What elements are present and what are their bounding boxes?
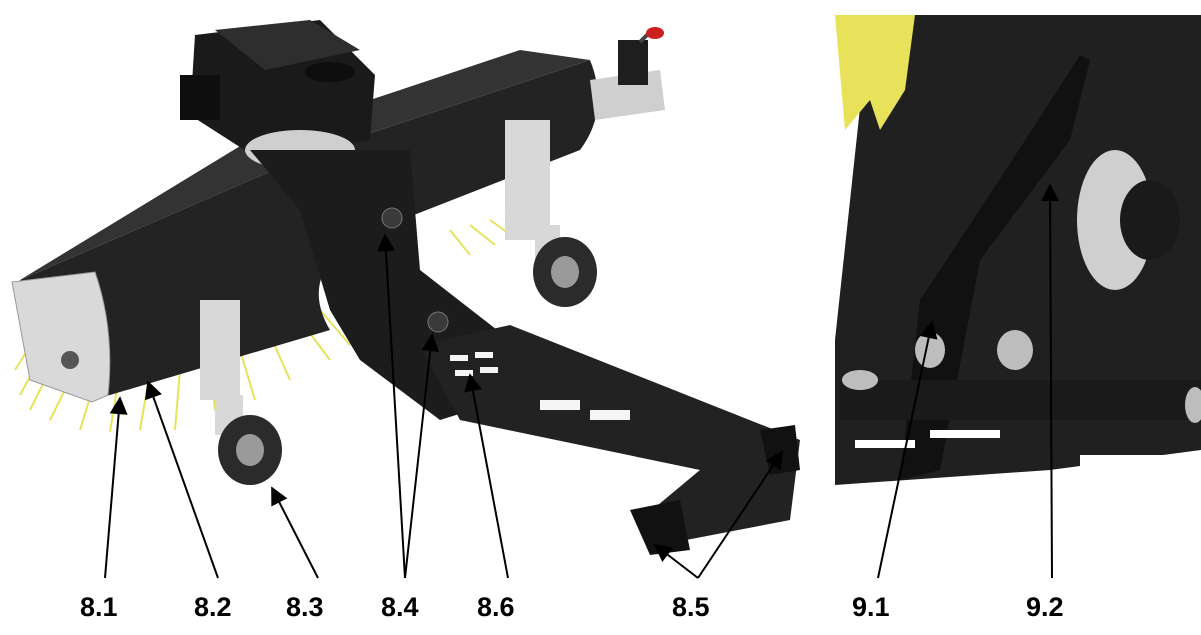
leader-8-6	[464, 373, 509, 579]
leader-8-3	[271, 486, 319, 579]
callout-8-1: 8.1	[80, 592, 118, 622]
leader-8-5b	[697, 450, 783, 579]
detail-view	[835, 15, 1201, 490]
caster-wheel-left	[200, 300, 282, 485]
leader-9-1	[877, 320, 938, 579]
caster-wheel-right	[505, 120, 597, 307]
callout-8-2: 8.2	[194, 592, 232, 622]
frame-slots	[450, 352, 630, 420]
detail-side-plate	[900, 55, 1090, 480]
callout-labels: 8.1 8.2 8.3 8.4 8.6 8.5 9.1 9.2	[80, 592, 1064, 622]
leader-8-1	[104, 396, 128, 579]
adjustment-knob-lower	[427, 311, 449, 333]
callout-8-4: 8.4	[381, 592, 419, 622]
main-illustration	[11, 20, 800, 555]
leader-9-2	[1041, 183, 1060, 579]
control-lever-assembly	[590, 27, 665, 120]
hitch-bracket-left	[630, 500, 690, 555]
leader-8-4b	[404, 333, 440, 579]
carrier-frame	[420, 325, 800, 545]
callout-9-1: 9.1	[852, 592, 890, 622]
detail-bristles	[835, 15, 915, 130]
detail-bolts	[842, 330, 1201, 423]
housing-top-highlight	[20, 50, 590, 280]
callout-8-3: 8.3	[286, 592, 324, 622]
detail-frame-band	[840, 380, 1201, 420]
engine	[180, 20, 375, 170]
callout-8-5: 8.5	[672, 592, 710, 622]
leader-8-5a	[653, 543, 699, 579]
callout-9-2: 9.2	[1026, 592, 1064, 622]
detail-brush-disc	[1077, 150, 1180, 290]
leader-8-2	[144, 380, 219, 579]
detail-slots	[855, 430, 1190, 470]
callout-8-6: 8.6	[477, 592, 515, 622]
adjustment-knob-upper	[381, 207, 403, 229]
leader-lines	[104, 183, 1060, 579]
end-plate-bearing	[61, 351, 79, 369]
leader-8-4a	[376, 233, 406, 579]
end-plate	[11, 271, 111, 403]
